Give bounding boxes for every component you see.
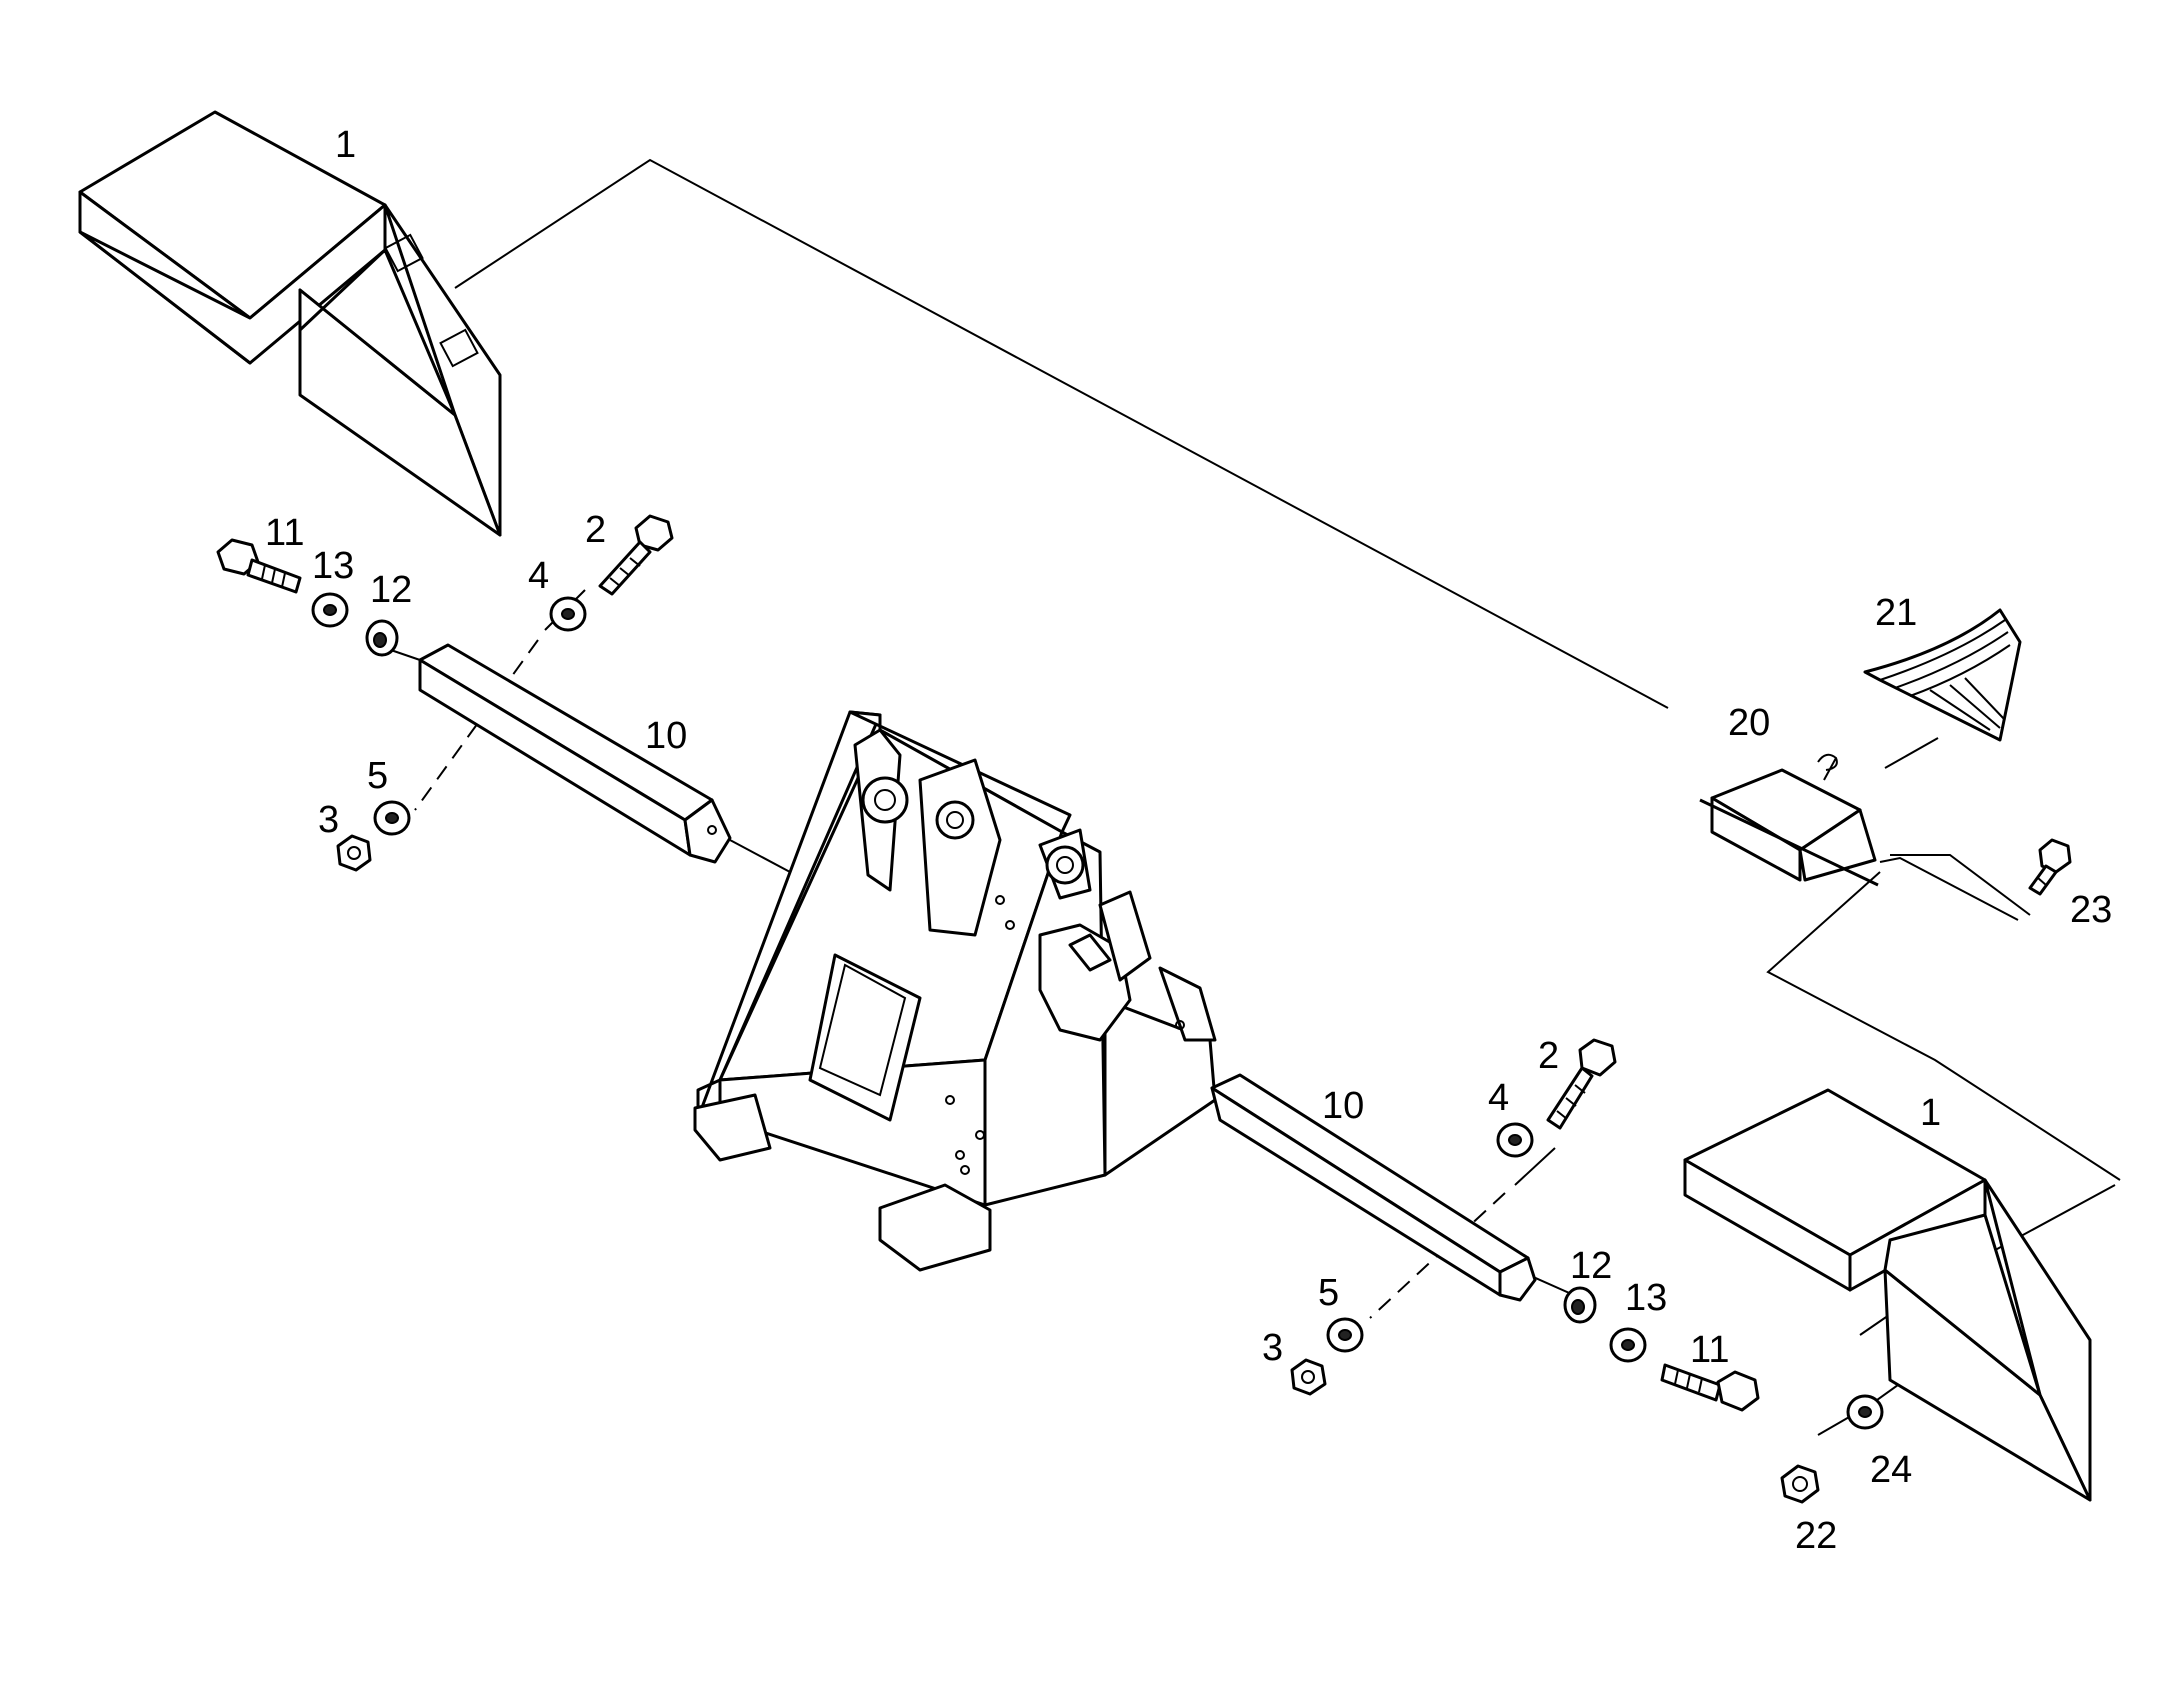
callout-13-left: 13 (312, 545, 354, 587)
callout-23: 23 (2070, 889, 2112, 931)
callout-20: 20 (1728, 702, 1770, 744)
callout-11-left: 11 (265, 512, 304, 554)
callout-12-right: 12 (1570, 1245, 1612, 1287)
bracket-20 (1699, 753, 1879, 887)
callout-5-left: 5 (367, 755, 388, 797)
callout-21: 21 (1875, 592, 1917, 634)
callout-13-right: 13 (1625, 1277, 1667, 1319)
callout-10-left: 10 (645, 715, 687, 757)
callout-22: 22 (1795, 1515, 1837, 1557)
wheel-chock-21 (1863, 608, 2022, 742)
bolt-11-left (216, 538, 302, 594)
callout-11-right: 11 (1690, 1329, 1729, 1371)
washer-5-right (1326, 1317, 1364, 1353)
fender-bottom-right (1683, 1088, 2092, 1502)
washer-5-left (373, 800, 411, 836)
bolt-11-right (1660, 1363, 1760, 1412)
nut-3-left (336, 834, 372, 872)
bolt-23 (2028, 838, 2072, 896)
callout-4-right: 4 (1488, 1077, 1509, 1119)
strut-right (1210, 1073, 1537, 1302)
callout-4-left: 4 (528, 555, 549, 597)
fender-top-left (78, 110, 502, 537)
washer-4-left (549, 596, 587, 632)
washer-24 (1846, 1394, 1884, 1430)
main-frame (693, 710, 1217, 1272)
washer-4-right (1496, 1122, 1534, 1158)
washer-12-right (1563, 1286, 1597, 1324)
callout-2-left: 2 (585, 509, 606, 551)
callout-24: 24 (1870, 1449, 1912, 1491)
callout-10-right: 10 (1322, 1085, 1364, 1127)
strut-left (418, 643, 732, 864)
bolt-2-right (1546, 1038, 1617, 1130)
washer-13-left (311, 592, 349, 628)
callout-3-left: 3 (318, 799, 339, 841)
bolt-2-left (598, 514, 674, 596)
nut-22 (1780, 1464, 1820, 1504)
callout-labels: 1 1 2 2 3 3 4 4 5 5 10 10 11 11 12 12 13… (265, 124, 2112, 1557)
callout-12-left: 12 (370, 569, 412, 611)
callout-2-right: 2 (1538, 1035, 1559, 1077)
nut-3-right (1290, 1358, 1327, 1396)
washer-13-right (1609, 1327, 1647, 1363)
callout-1-bottom: 1 (1920, 1092, 1941, 1134)
washer-12-left (365, 619, 399, 657)
callout-1-top: 1 (335, 124, 356, 166)
callout-5-right: 5 (1318, 1272, 1339, 1314)
callout-3-right: 3 (1262, 1327, 1283, 1369)
